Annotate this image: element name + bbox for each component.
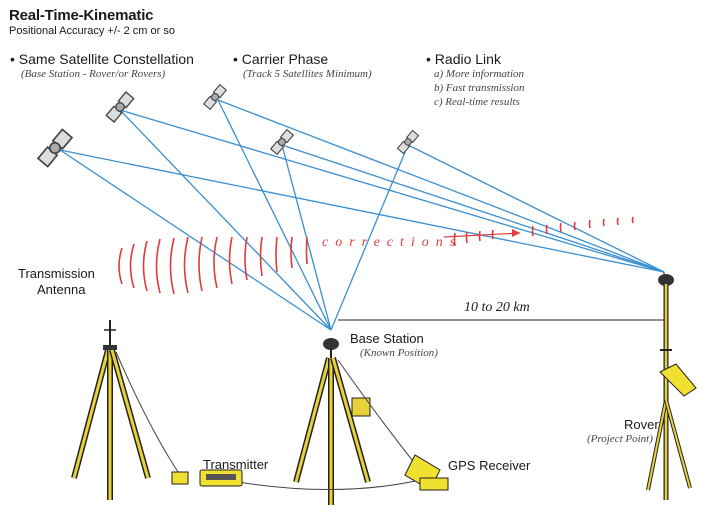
gps-receiver-icon: [404, 454, 449, 491]
transmitter-label: Transmitter: [203, 457, 269, 472]
diagram-subtitle: Positional Accuracy +/- 2 cm or so: [9, 25, 175, 37]
heading-radio-link: • Radio Link: [426, 51, 501, 67]
signal-lines-to-rover: [59, 99, 665, 273]
base-station-label: Base Station: [350, 331, 424, 346]
gps-receiver-label: GPS Receiver: [448, 458, 531, 473]
heading-carrier-phase: • Carrier Phase: [233, 51, 329, 67]
corrections-label: corrections: [322, 235, 462, 250]
diagram-title: Real-Time-Kinematic: [9, 7, 154, 24]
rover-sub-label: (Project Point): [587, 433, 653, 445]
satellite-4-icon: [270, 129, 294, 155]
cable: [214, 477, 421, 491]
signal-lines-to-base: [59, 99, 409, 331]
transmitter-icon: [171, 469, 243, 487]
base-station-tripod: [293, 338, 421, 505]
rover-pole: [646, 274, 697, 500]
antenna-tripod: [71, 320, 181, 500]
heading-satellite-constellation: • Same Satellite Constellation: [10, 51, 194, 67]
radio-link-item-c: c) Real-time results: [434, 96, 520, 108]
satellite-2-icon: [105, 91, 135, 123]
radio-waves: [118, 216, 634, 295]
transmission-antenna-label-line1: Transmission: [18, 266, 95, 281]
satellite-3-icon: [203, 84, 227, 110]
satellite-1-icon: [37, 128, 73, 168]
base-station-sub-label: (Known Position): [360, 347, 438, 359]
radio-link-item-b: b) Fast transmission: [434, 82, 525, 94]
distance-label: 10 to 20 km: [464, 300, 530, 315]
distance-bracket: [338, 272, 665, 330]
radio-link-item-a: a) More information: [434, 68, 525, 80]
heading-satellite-constellation-sub: (Base Station - Rover/or Rovers): [21, 68, 166, 80]
rover-label: Rover: [624, 417, 659, 432]
transmission-antenna-label-line2: Antenna: [37, 282, 86, 297]
satellite-5-icon: [396, 130, 420, 154]
heading-carrier-phase-sub: (Track 5 Satellites Minimum): [243, 68, 372, 80]
